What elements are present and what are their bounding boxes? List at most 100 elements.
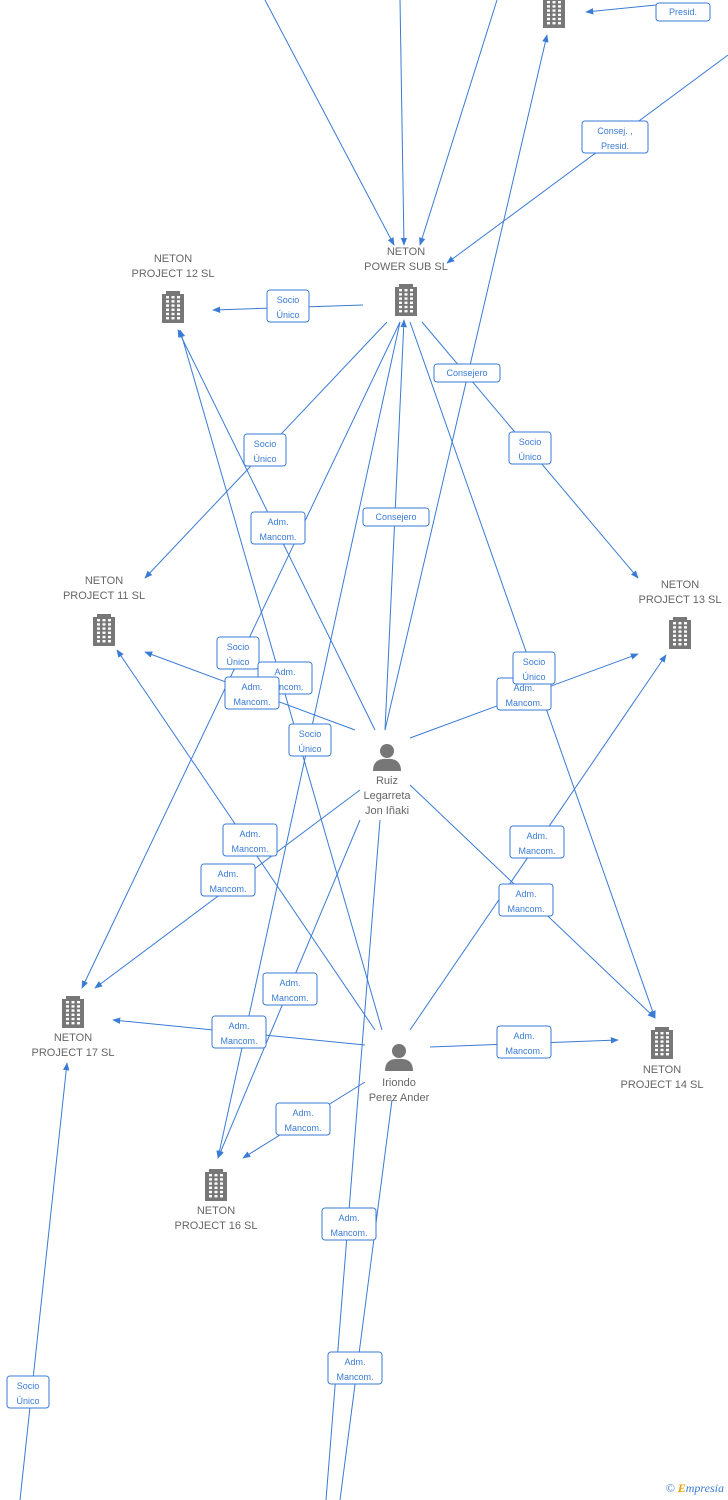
badge-text: Consej. , bbox=[597, 126, 633, 136]
badge-text: Mancom. bbox=[284, 1123, 321, 1133]
badge-text: Mancom. bbox=[336, 1372, 373, 1382]
copyright-symbol: © bbox=[665, 1481, 675, 1495]
node-label: PROJECT 11 SL bbox=[63, 590, 145, 602]
badge-text: Mancom. bbox=[505, 698, 542, 708]
badge-text: Único bbox=[16, 1396, 39, 1406]
relation-badge[interactable]: Adm.Mancom. bbox=[250, 511, 306, 545]
badge-text: Mancom. bbox=[233, 697, 270, 707]
relation-badge[interactable]: Adm. Mancom. bbox=[211, 1015, 267, 1049]
relation-badge[interactable]: Adm.Mancom. bbox=[509, 825, 565, 859]
badge-text: Mancom. bbox=[220, 1036, 257, 1046]
building-icon bbox=[651, 1027, 673, 1059]
edge-line bbox=[19, 1062, 70, 1500]
relation-badge[interactable]: Presid. bbox=[655, 2, 711, 22]
empresia-credit[interactable]: © Empresia bbox=[666, 1481, 724, 1496]
node-label: POWER SUB SL bbox=[364, 261, 448, 273]
building-icon bbox=[93, 614, 115, 646]
badge-text: Adm. bbox=[338, 1213, 359, 1223]
person-icon bbox=[373, 744, 401, 771]
badge-text: Mancom. bbox=[507, 904, 544, 914]
relation-badge[interactable]: Consej. ,Presid. bbox=[581, 120, 649, 154]
node-p14[interactable]: NETON PROJECT 14 SL bbox=[621, 1027, 704, 1091]
node-label: PROJECT 13 SL bbox=[639, 594, 722, 606]
node-label: Legarreta bbox=[363, 790, 411, 802]
node-label: Iriondo bbox=[382, 1077, 416, 1089]
relation-badge[interactable]: Adm.Mancom. bbox=[327, 1351, 383, 1385]
edge-line bbox=[325, 819, 381, 1500]
person-icon bbox=[385, 1044, 413, 1071]
relation-badge[interactable]: Adm. Mancom. bbox=[498, 883, 554, 917]
badge-text: Único bbox=[276, 310, 299, 320]
node-label: PROJECT 17 SL bbox=[32, 1047, 115, 1059]
badge-text: Mancom. bbox=[231, 844, 268, 854]
badge-text: Adm. bbox=[239, 829, 260, 839]
relation-badge[interactable]: Adm. Mancom. bbox=[496, 677, 552, 711]
building-icon bbox=[162, 291, 184, 323]
building-icon bbox=[543, 0, 565, 28]
badge-text: Adm. bbox=[513, 1031, 534, 1041]
badge-text: Mancom. bbox=[505, 1046, 542, 1056]
badge-text: Mancom. bbox=[330, 1228, 367, 1238]
badge-text: Socio bbox=[277, 295, 300, 305]
relation-badge[interactable]: Adm. Mancom. bbox=[275, 1102, 331, 1136]
edges bbox=[19, 0, 728, 1500]
badge-text: Adm. bbox=[292, 1108, 313, 1118]
badge-text: Consejero bbox=[446, 368, 487, 378]
badge-text: Adm. bbox=[267, 517, 288, 527]
building-icon bbox=[669, 617, 691, 649]
relation-badge[interactable]: Consejero bbox=[433, 363, 501, 383]
relation-badge[interactable]: Consejero bbox=[362, 507, 430, 527]
relation-badge[interactable]: Adm. Mancom. bbox=[222, 823, 278, 857]
node-p16[interactable]: NETON PROJECT 16 SL bbox=[175, 1169, 258, 1232]
building-icon bbox=[205, 1169, 227, 1201]
relation-badge[interactable]: Adm. Mancom. bbox=[321, 1207, 377, 1241]
edge-line bbox=[339, 1099, 393, 1500]
badge-text: Presid. bbox=[669, 7, 697, 17]
node-label: PROJECT 14 SL bbox=[621, 1079, 704, 1091]
relation-badge[interactable]: Adm. Mancom. bbox=[496, 1025, 552, 1059]
node-label: NETON bbox=[643, 1064, 681, 1076]
badge-text: Socio bbox=[227, 642, 250, 652]
badge-text: Socio bbox=[17, 1381, 40, 1391]
badge-text: Adm. bbox=[515, 889, 536, 899]
badge-text: Socio bbox=[523, 657, 546, 667]
relation-badge[interactable]: Adm.Mancom. bbox=[224, 676, 280, 710]
relation-badges: Presid.Consej. ,Presid.SocioÚnicoConseje… bbox=[6, 2, 711, 1409]
brand-name: mpresia bbox=[685, 1481, 724, 1495]
node-top-company[interactable] bbox=[543, 0, 565, 28]
node-label: Jon Iñaki bbox=[365, 805, 409, 817]
relation-badge[interactable]: Adm. Mancom. bbox=[262, 972, 318, 1006]
brand-initial: E bbox=[677, 1481, 686, 1495]
badge-text: Adm. bbox=[228, 1021, 249, 1031]
badge-text: Único bbox=[298, 744, 321, 754]
edge-line bbox=[585, 4, 657, 15]
badge-text: Único bbox=[253, 454, 276, 464]
building-icon bbox=[395, 284, 417, 316]
badge-text: Adm. bbox=[279, 978, 300, 988]
badge-text: Socio bbox=[519, 437, 542, 447]
badge-text: Socio bbox=[299, 729, 322, 739]
node-label: NETON bbox=[197, 1205, 235, 1217]
badge-text: Adm. bbox=[513, 683, 534, 693]
node-label: PROJECT 12 SL bbox=[132, 268, 215, 280]
relation-badge[interactable]: Adm.Mancom. bbox=[200, 863, 256, 897]
edge-line bbox=[399, 0, 408, 246]
node-label: PROJECT 16 SL bbox=[175, 1220, 258, 1232]
badge-text: Mancom. bbox=[271, 993, 308, 1003]
